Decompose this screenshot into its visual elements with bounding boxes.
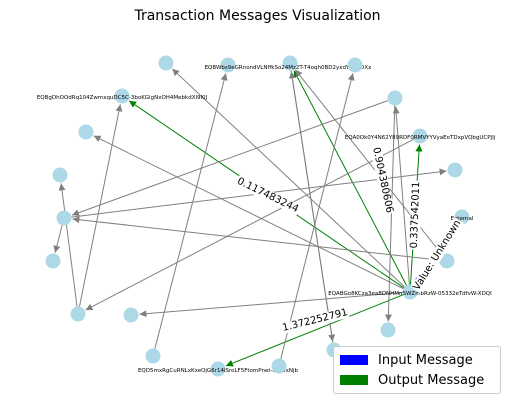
node-n_eqd5: [210, 361, 226, 377]
node-n_r1: [387, 90, 403, 106]
legend-swatch-input: [340, 355, 368, 365]
edge-n_r1-to-n_l3: [71, 100, 389, 217]
edges-layer: [53, 68, 459, 367]
node-n_b6: [271, 358, 287, 374]
chart-title: Transaction Messages Visualization: [134, 8, 381, 24]
edge-n_eqab-to-n_l1: [93, 135, 404, 290]
node-n_l3: [56, 210, 72, 226]
node-n_b1: [380, 322, 396, 338]
edge-label-background: [234, 175, 302, 216]
node-n_b2: [70, 306, 86, 322]
node-n_b4: [145, 348, 161, 364]
node-label: EQBgDhOOdRq104ZwmxquDC5C-3boKGlgNxOH4Meb…: [37, 95, 208, 101]
node-label: EQABGo8KCza3ea8DNHMnSWZmbRzW-05332eTdfvW…: [328, 291, 492, 297]
edge-label-background: [408, 180, 423, 250]
edge-n_b6-to-n_top4: [280, 73, 355, 359]
edge-n_eqab-to-n_top1: [171, 68, 405, 288]
edge-label-background: [369, 145, 396, 215]
node-n_top1: [158, 55, 174, 71]
node-n_eqa0: [412, 128, 428, 144]
node-label: External: [451, 216, 474, 222]
edge-n_b4-to-n_top2: [154, 73, 228, 349]
node-n_eqbg: [114, 88, 130, 104]
edge-n_eqab-to-n_b3: [139, 292, 403, 318]
nodes-layer: EQBWbs9eGRnondVLNffkSo24Mz2T-T4oqh0BD2yx…: [37, 55, 496, 377]
edge-label-background: [410, 217, 464, 294]
edge-n_eqbw-to-n_b5: [290, 70, 336, 342]
legend-item-output: Output Message: [340, 370, 494, 390]
edge-label: 0.337542011: [409, 181, 422, 248]
edge-n_r1-to-n_b1: [384, 105, 396, 322]
legend-label-output: Output Message: [378, 372, 485, 388]
legend-swatch-output: [340, 375, 368, 385]
node-n_eqbw: [282, 55, 298, 71]
edge-n_l3-to-n_l4: [53, 225, 63, 253]
edge-n_eqa0-to-n_b2: [85, 139, 414, 311]
node-n_top4: [347, 57, 363, 73]
edge-n_eqab-to-n_r1: [392, 106, 410, 285]
node-n_b3: [123, 307, 139, 323]
node-n_l2: [52, 167, 68, 183]
node-label: EQA0Ok0Y4N62Y89RDF0RMVYYVyaEoTDxpVQbgUCP…: [345, 135, 496, 141]
edge-n_eqab-to-n_eqd5: [225, 294, 404, 367]
node-label: EQD5mxRgCuRNLxKxeOjG6r14iSroLF5FtomPnet-…: [138, 368, 299, 374]
node-n_top2: [220, 57, 236, 73]
node-n_r3: [439, 253, 455, 269]
node-label: EQBWbs9eGRnondVLNffkSo24Mz2T-T4oqh0BD2yx…: [205, 65, 373, 71]
edge-n_r3-to-n_l3: [72, 216, 440, 261]
legend: Input Message Output Message: [333, 346, 501, 394]
legend-item-input: Input Message: [340, 350, 494, 370]
edge-n_b2-to-n_l2: [58, 183, 78, 307]
edge-label-background: [280, 306, 350, 335]
node-n_l4: [45, 253, 61, 269]
node-n_l1: [78, 124, 94, 140]
legend-label-input: Input Message: [378, 352, 473, 368]
edge-n_eqab-to-n_eqbw: [293, 70, 407, 286]
node-n_r2: [447, 162, 463, 178]
